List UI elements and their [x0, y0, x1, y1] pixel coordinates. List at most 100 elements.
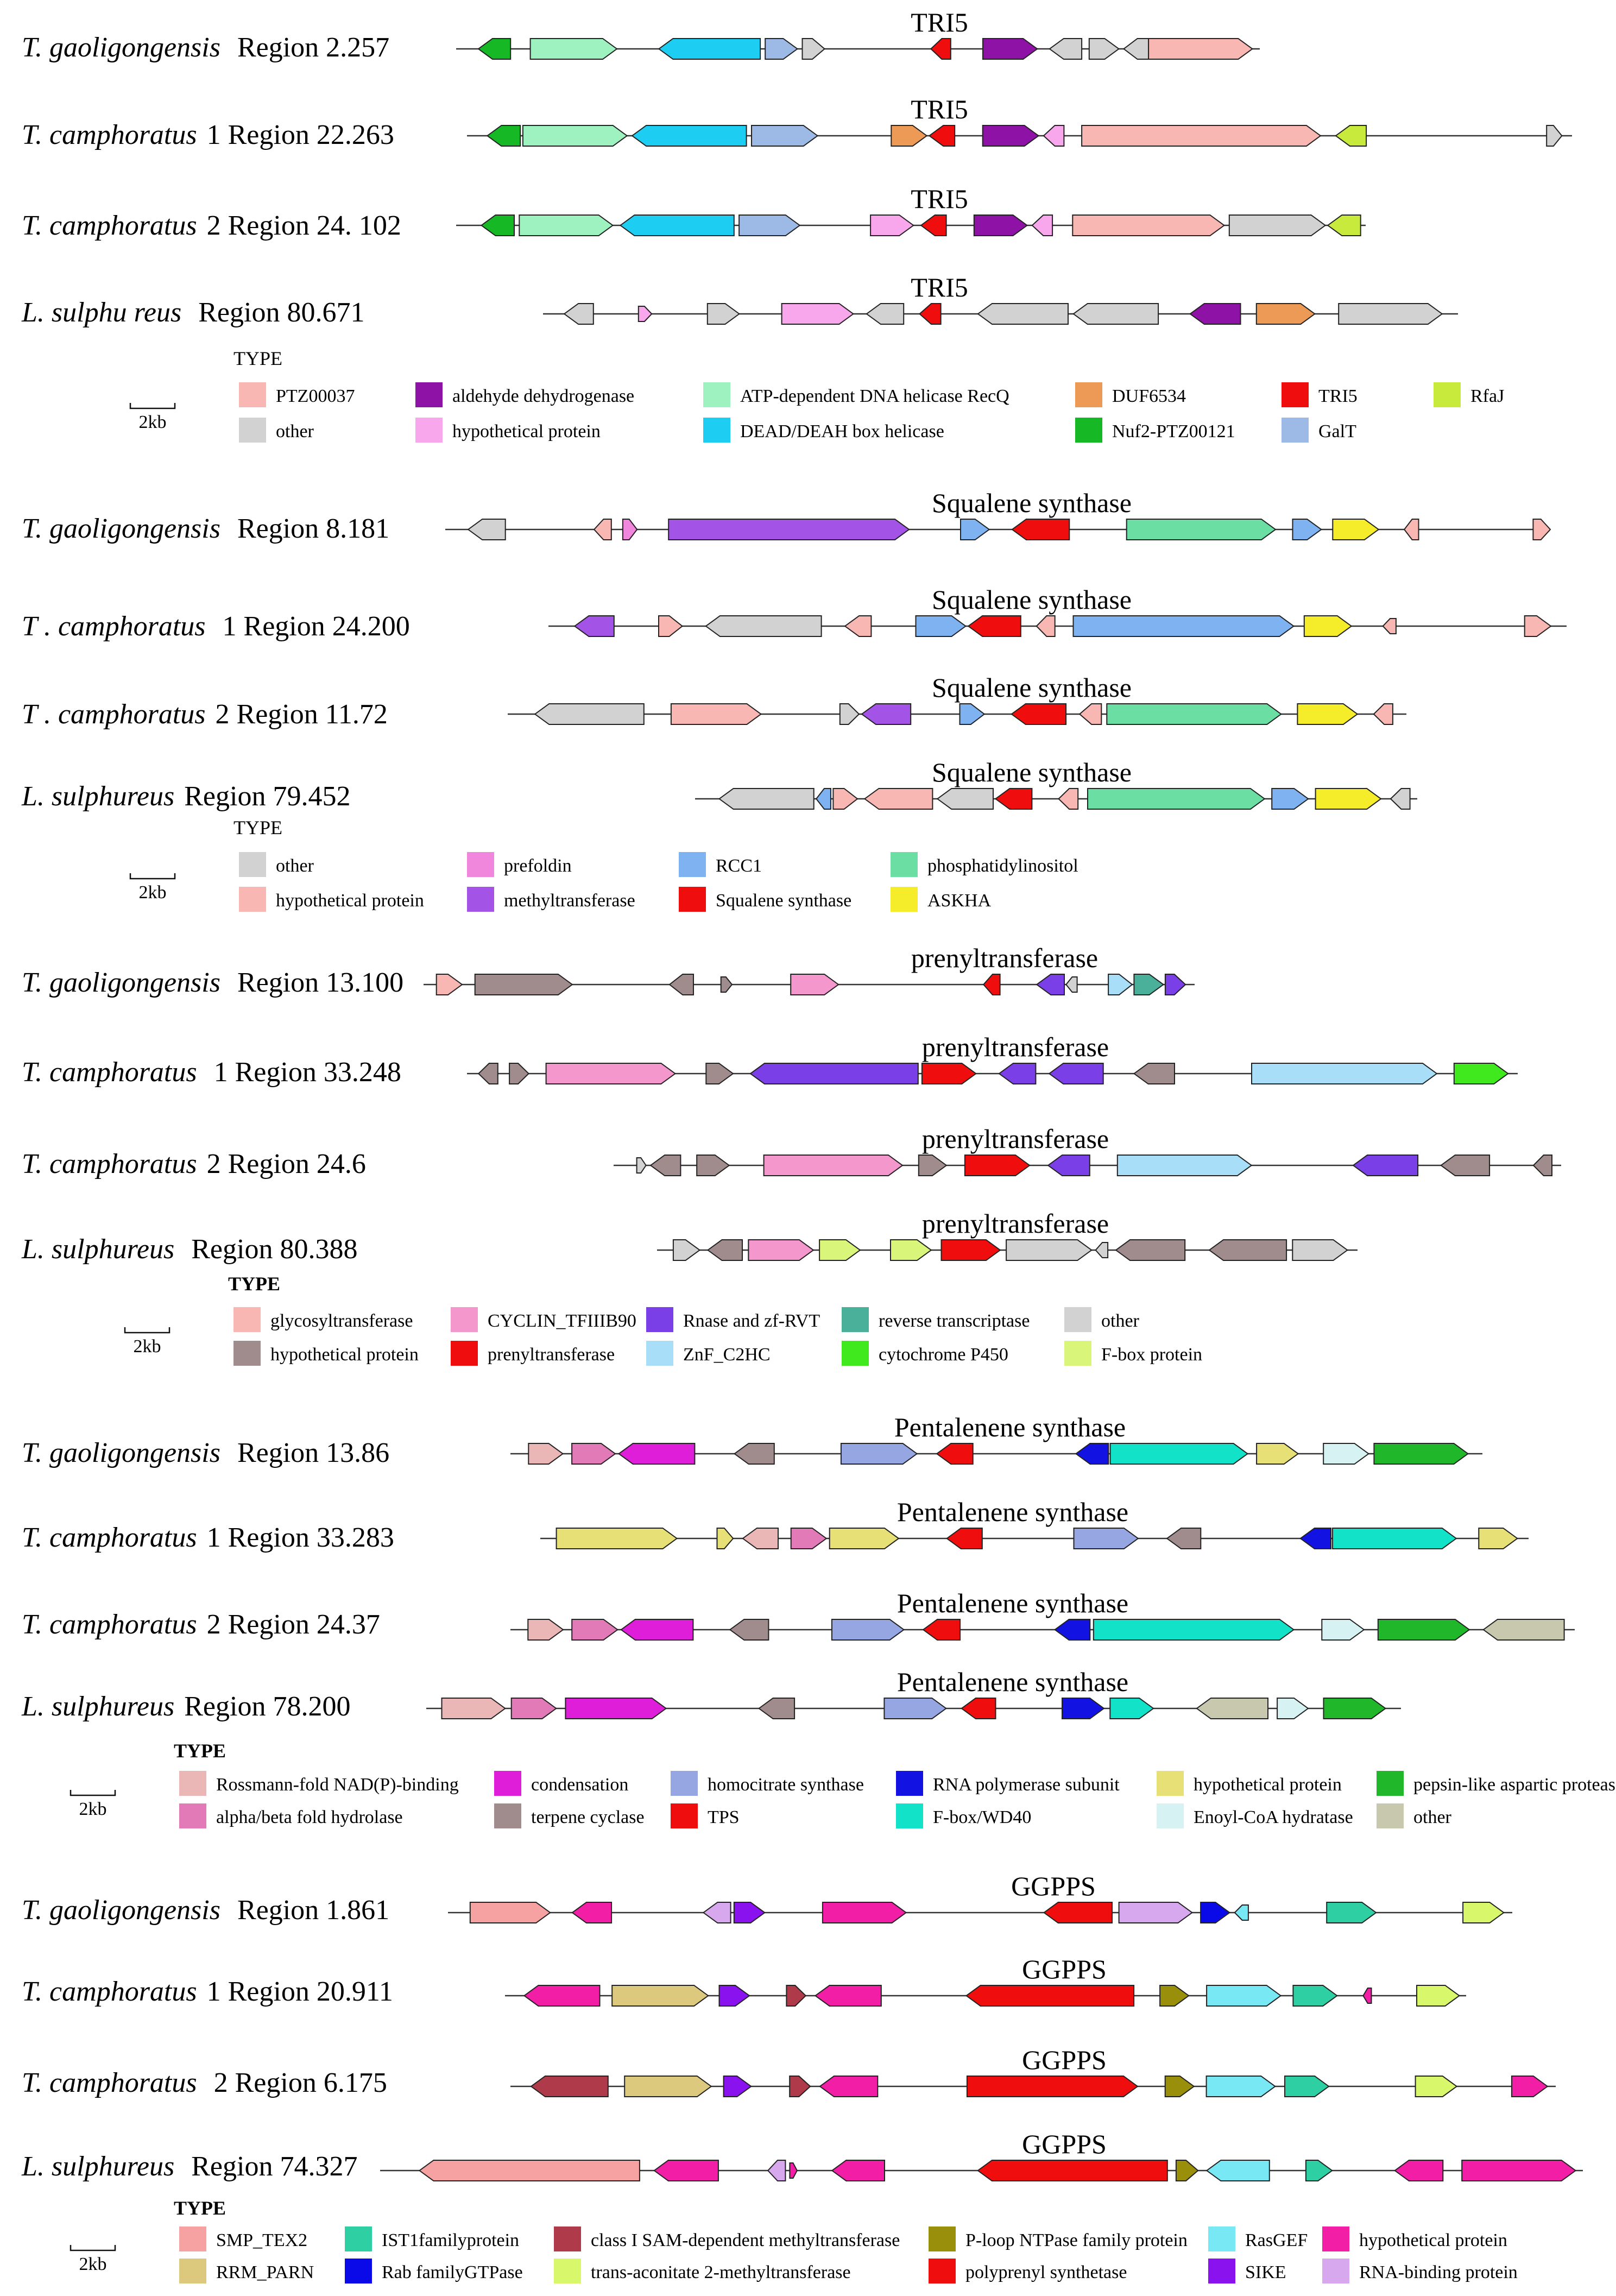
gene-arrow-askha	[1303, 615, 1353, 637]
gene-arrow-other	[467, 519, 506, 540]
gene-arrow-trans-aconitate-2-methyltransferase	[1462, 1902, 1505, 1923]
legend-item: pepsin-like aspartic protease	[1377, 1771, 1616, 1796]
legend-swatch	[239, 418, 266, 443]
legend-label: RCC1	[716, 856, 762, 876]
gene-arrow-trans-aconitate-2-methyltransferase	[1415, 2076, 1458, 2097]
row-label: L. sulphureus Region 80.388	[21, 1234, 357, 1265]
gene-arrow-enoyl-coa-hydratase	[1323, 1443, 1370, 1465]
region-label: 1 Region 20.911	[207, 1976, 393, 2007]
gene-arrow-hypothetical-protein	[918, 1155, 948, 1176]
legend-item: cytochrome P450	[842, 1341, 1008, 1366]
legend-label: DUF6534	[1112, 386, 1186, 406]
gene-arrow-homocitrate-synthase	[883, 1698, 947, 1719]
legend-swatch	[467, 852, 494, 877]
gene-arrow-other	[801, 38, 826, 60]
legend-swatch	[1208, 2259, 1235, 2284]
species-name: T . camphoratus	[22, 611, 206, 642]
legend-label: glycosyltransferase	[270, 1311, 413, 1331]
species-name: L. sulphureus	[21, 2151, 174, 2182]
gene-arrow-aldehyde-dehydrogenase	[982, 38, 1038, 60]
gene-arrow-dead-deah-box-helicase	[658, 38, 761, 60]
species-name: T. camphoratus	[22, 1149, 197, 1179]
gene-arrow-pepsin-like-aspartic-protease	[1323, 1698, 1387, 1719]
panel-prenyl: T. gaoligongensis Region 13.100prenyltra…	[21, 943, 1561, 1366]
legend-item: reverse transcriptase	[842, 1307, 1030, 1332]
legend-swatch	[239, 887, 266, 912]
gene-arrow-pepsin-like-aspartic-protease	[1373, 1443, 1469, 1465]
row-label: T. gaoligongensis Region 13.86	[22, 1437, 389, 1468]
legend-item: TRI5	[1282, 382, 1358, 407]
legend-swatch	[451, 1341, 478, 1366]
legend-swatch	[703, 382, 730, 407]
legend-label: F-box/WD40	[933, 1807, 1031, 1827]
gene-arrow-rna-polymerase-subunit	[1299, 1528, 1331, 1549]
legend-label: RasGEF	[1245, 2230, 1308, 2250]
gene-arrow-homocitrate-synthase	[1073, 1528, 1139, 1549]
legend-label: SIKE	[1245, 2262, 1286, 2282]
scale-bar	[70, 2245, 116, 2251]
gene-arrow-askha	[1297, 703, 1359, 725]
region-label: 2 Region 24.6	[207, 1149, 366, 1179]
gene-arrow-rnase-and-zf-rvt	[1048, 1063, 1104, 1084]
gene-arrow-rnase-and-zf-rvt	[1047, 1155, 1090, 1176]
core-gene-title: Pentalenene synthase	[894, 1412, 1126, 1442]
gene-arrow-other	[534, 703, 645, 725]
legend-item: RCC1	[679, 852, 762, 877]
gene-arrow-askha	[1332, 519, 1380, 540]
gene-arrow-hypothetical-protein	[477, 1063, 498, 1084]
gene-arrow-tps	[922, 1619, 961, 1641]
legend-swatch	[415, 418, 443, 443]
gene-arrow-hypothetical-protein	[1043, 125, 1065, 147]
row-label: L. sulphu reus Region 80.671	[21, 297, 364, 328]
legend-item: prenyltransferase	[451, 1341, 615, 1366]
gene-arrow-hypothetical-protein	[1524, 615, 1552, 637]
gene-arrow-methyltransferase	[573, 615, 615, 637]
legend-item: Squalene synthase	[679, 887, 851, 912]
legend-item: other	[239, 418, 314, 443]
gene-arrow-f-box-protein	[819, 1239, 861, 1261]
legend-type-label: TYPE	[233, 348, 282, 369]
legend-swatch	[345, 2259, 372, 2284]
legend-label: Enoyl-CoA hydratase	[1194, 1807, 1353, 1827]
gene-arrow-p-loop-ntpase-family-protein	[1175, 2160, 1199, 2181]
legend-label: other	[276, 856, 314, 876]
species-name: T. camphoratus	[22, 119, 197, 150]
legend-swatch	[1282, 382, 1309, 407]
gene-arrow-other	[672, 1239, 701, 1261]
gene-arrow-other	[718, 788, 815, 810]
species-name: T. gaoligongensis	[22, 513, 220, 544]
gene-arrow-hypothetical-protein	[1058, 788, 1079, 810]
core-gene-title: GGPPS	[1022, 2129, 1107, 2159]
gene-arrow-hypothetical-protein	[1440, 1155, 1491, 1176]
gene-arrow-hypothetical-protein	[822, 1902, 907, 1923]
legend-label: cytochrome P450	[879, 1345, 1008, 1365]
gene-arrow-squalene-synthase	[967, 615, 1021, 637]
gene-arrow-hypothetical-protein	[789, 2162, 798, 2179]
legend-swatch	[1434, 382, 1461, 407]
gene-arrow-hypothetical-protein	[668, 974, 694, 995]
legend-swatch	[1208, 2226, 1235, 2251]
gene-arrow-ptz00037	[1081, 125, 1322, 147]
gene-arrow-tps	[961, 1698, 996, 1719]
region-label: 2 Region 11.72	[216, 699, 388, 730]
row-label: T . camphoratus 1 Region 24.200	[22, 611, 410, 642]
legend-item: condensation	[494, 1771, 628, 1796]
legend-swatch	[679, 852, 706, 877]
scale-bar-label: 2kb	[139, 882, 167, 903]
gene-arrow-hypothetical-protein	[720, 976, 733, 993]
gene-arrow-f-box-wd40	[1109, 1443, 1249, 1465]
gene-arrow-hypothetical-protein	[863, 788, 933, 810]
legend-label: F-box protein	[1101, 1345, 1202, 1365]
gene-arrow-hypothetical-protein	[1208, 1239, 1287, 1261]
gene-arrow-polyprenyl-synthetase	[1043, 1902, 1113, 1923]
gene-arrow-hypothetical-protein	[829, 1528, 900, 1549]
gene-arrow-ptz00037	[1072, 215, 1226, 236]
gene-arrow-other	[936, 788, 994, 810]
legend-swatch	[1322, 2226, 1349, 2251]
